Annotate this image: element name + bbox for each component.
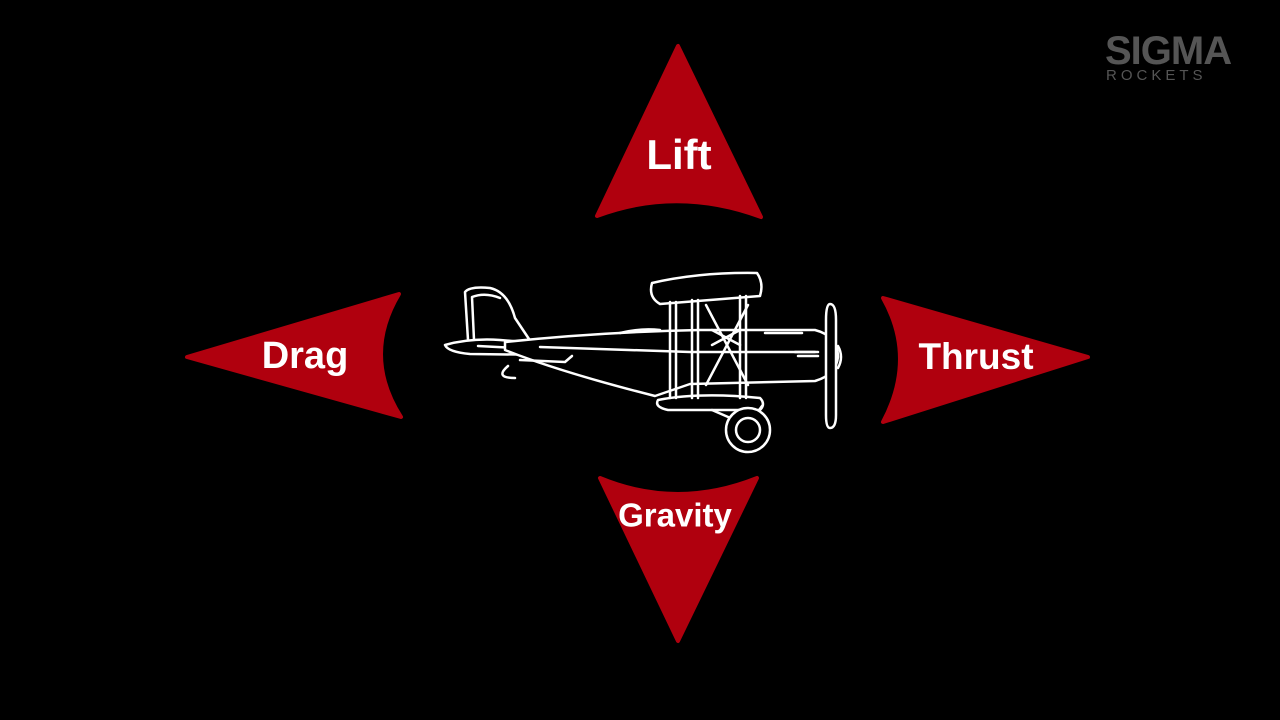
drag-arrow: Drag xyxy=(185,292,403,419)
lift-label: Lift xyxy=(646,131,711,178)
gravity-arrow: Gravity xyxy=(598,476,759,643)
lift-arrow-shape xyxy=(595,44,763,219)
thrust-arrow-shape xyxy=(881,296,1090,424)
logo-sub-text: ROCKETS xyxy=(1106,67,1207,84)
logo-main-text: SIGMA xyxy=(1105,29,1231,73)
thrust-arrow: Thrust xyxy=(881,296,1090,424)
drag-arrow-shape xyxy=(185,292,403,419)
gravity-label: Gravity xyxy=(618,497,732,534)
gravity-arrow-shape xyxy=(598,476,759,643)
lift-arrow: Lift xyxy=(595,44,763,219)
thrust-label: Thrust xyxy=(918,336,1033,377)
drag-label: Drag xyxy=(262,335,349,377)
sigma-rockets-logo: SIGMA ROCKETS xyxy=(1105,29,1232,84)
biplane-icon xyxy=(443,271,843,454)
